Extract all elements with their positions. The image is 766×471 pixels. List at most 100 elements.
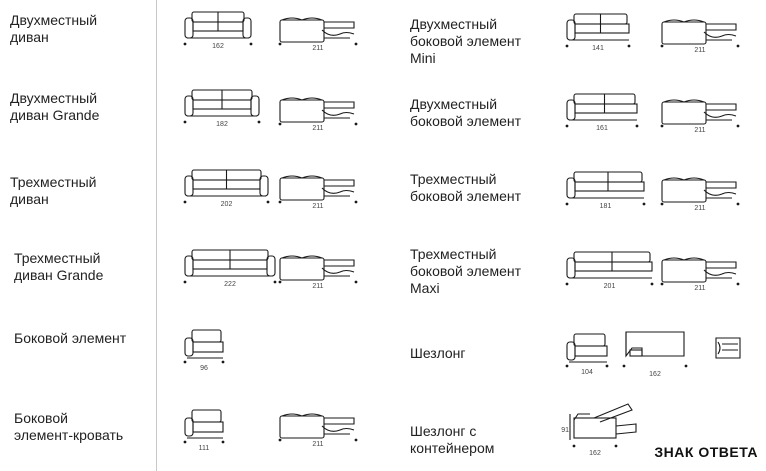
- sofa-front-drawing: 202: [183, 169, 270, 208]
- dimension-dot: [354, 438, 358, 442]
- dimension-dot: [183, 42, 187, 46]
- dimension-dot: [642, 202, 646, 206]
- sofa-side-drawing: 211: [278, 17, 358, 52]
- chaise-container-drawing: 91 162: [561, 403, 637, 457]
- bed-extension: [324, 417, 355, 425]
- dimension-dot: [221, 360, 225, 364]
- row-label: Трехместный боковой элемент: [410, 171, 521, 204]
- watermark-logo: ЗНАК ОТВЕТА: [654, 444, 758, 460]
- dimension-label: 91: [561, 427, 569, 434]
- seat: [574, 345, 608, 357]
- fragment-lines: [722, 343, 738, 351]
- row-label: Трехместный диван: [10, 174, 97, 207]
- dimension-dot: [354, 122, 358, 126]
- dimension-dot: [565, 124, 569, 128]
- sofa-side-drawing: 211: [278, 175, 358, 210]
- cushion-top: [281, 175, 323, 179]
- fragment-curve: [717, 341, 721, 355]
- dimension-dot: [627, 44, 631, 48]
- chaise-front-drawing: 104: [565, 333, 609, 376]
- chaise-outline: [625, 331, 685, 358]
- lifted-lid: [593, 403, 633, 423]
- dimension-label: 211: [694, 285, 705, 292]
- dimension-dot: [736, 44, 740, 48]
- bed-extension: [706, 181, 737, 189]
- sofa-body: [661, 179, 707, 203]
- dimension-label: 211: [312, 283, 323, 290]
- bed-extension: [324, 101, 355, 109]
- row-label: Трехместный боковой элемент Maxi: [410, 246, 521, 296]
- dimension-dot: [278, 42, 282, 46]
- dimension-label: 162: [589, 450, 601, 457]
- sofa-side-drawing: 211: [660, 177, 740, 212]
- dimension-dot: [221, 440, 225, 444]
- dimension-label: 211: [312, 125, 323, 132]
- dimension-dot: [257, 120, 261, 124]
- dimension-dot: [736, 282, 740, 286]
- sofa-body: [279, 415, 325, 439]
- sofa-front-drawing: 181: [565, 171, 646, 210]
- bed-extension: [324, 21, 355, 29]
- backrest: [191, 409, 222, 423]
- sofa-front-drawing: 182: [183, 89, 261, 128]
- dimension-label: 96: [200, 365, 208, 372]
- dimension-label: 162: [212, 43, 224, 50]
- sofa-front-drawing: 222: [183, 249, 277, 288]
- dimension-dot: [565, 282, 569, 286]
- row-label: Боковой элемент: [14, 330, 127, 346]
- dimension-dot: [736, 124, 740, 128]
- dimension-dot: [183, 200, 187, 204]
- row-label: Боковой элемент-кровать: [14, 410, 124, 443]
- cushion-top: [281, 255, 323, 259]
- sofa-body: [661, 21, 707, 45]
- dimension-dot: [614, 444, 618, 448]
- dimension-dot: [660, 282, 664, 286]
- cushion-top: [663, 99, 705, 103]
- lifted-lid: [615, 423, 637, 435]
- seat: [574, 181, 645, 192]
- row-label: Двухместный диван: [10, 12, 98, 45]
- seat: [574, 103, 638, 114]
- sofa-body: [279, 257, 325, 281]
- seat: [574, 261, 653, 272]
- dimension-label: 182: [216, 121, 228, 128]
- dimension-dot: [278, 280, 282, 284]
- dimension-label: 161: [596, 125, 608, 132]
- bed-extension: [706, 103, 737, 111]
- dimension-label: 211: [312, 441, 323, 448]
- dimension-dot: [183, 440, 187, 444]
- dimension-dot: [354, 42, 358, 46]
- dimension-label: 111: [199, 445, 210, 452]
- sofa-side-drawing: 211: [278, 97, 358, 132]
- dimension-dot: [249, 42, 253, 46]
- row-label: Двухместный боковой элемент Mini: [410, 16, 521, 66]
- sofa-body: [279, 19, 325, 43]
- dimension-label: 104: [581, 369, 593, 376]
- cushion-top: [663, 177, 705, 181]
- seat: [192, 341, 224, 353]
- backrest: [191, 329, 222, 343]
- dimension-dot: [572, 444, 576, 448]
- dimension-dot: [273, 280, 277, 284]
- sofa-front-drawing: 162: [183, 11, 253, 50]
- dimension-dot: [565, 202, 569, 206]
- sofa-body: [279, 177, 325, 201]
- dimension-label: 211: [312, 203, 323, 210]
- cushion-top: [281, 97, 323, 101]
- dimension-dot: [278, 200, 282, 204]
- dimension-dot: [278, 438, 282, 442]
- sofa-body: [661, 259, 707, 283]
- dimension-dot: [183, 280, 187, 284]
- dimension-label: 141: [592, 45, 604, 52]
- dimension-dot: [660, 202, 664, 206]
- cushion-top: [281, 413, 323, 417]
- dimension-label: 211: [312, 45, 323, 52]
- row-label: Шезлонг: [410, 345, 466, 361]
- dimension-dot: [660, 124, 664, 128]
- mechanism: [321, 109, 355, 116]
- mechanism: [703, 269, 737, 276]
- sofa-front-drawing: 161: [565, 93, 639, 132]
- mechanism: [321, 425, 355, 432]
- sofa-body: [661, 101, 707, 125]
